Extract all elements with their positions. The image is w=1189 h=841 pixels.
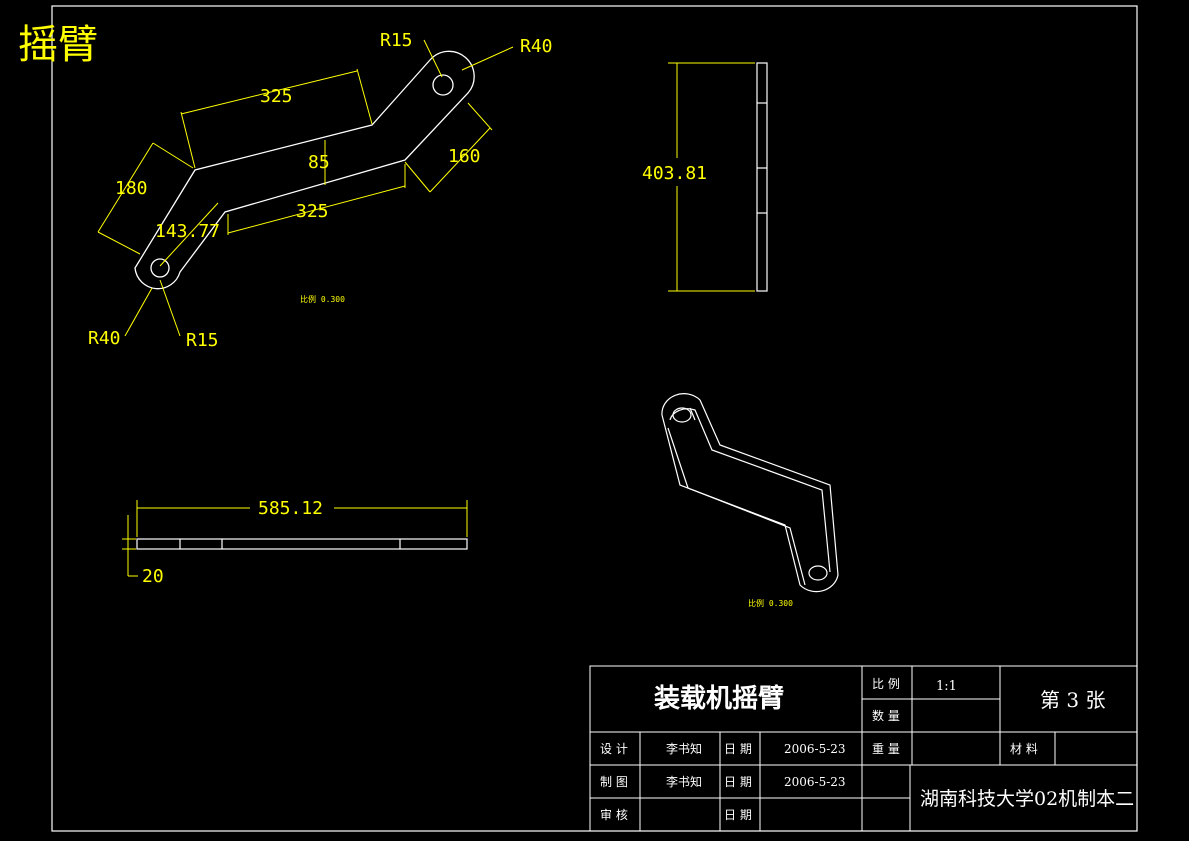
dim-403-81: 403.81 <box>642 163 707 184</box>
iso-view <box>661 393 839 593</box>
drafting-label: 制 图 <box>600 775 628 789</box>
drawing-title: 摇臂 <box>18 22 98 68</box>
dim-143-77: 143.77 <box>155 221 220 242</box>
date-label-2: 日 期 <box>724 775 752 789</box>
dim-r40-top: R40 <box>520 36 553 57</box>
dim-20: 20 <box>142 566 164 587</box>
sheet-number: 第 3 张 <box>1040 688 1105 712</box>
front-view <box>136 538 468 550</box>
dim-r15-bottom: R15 <box>186 330 219 351</box>
top-hole <box>432 74 454 96</box>
designer-name: 李书知 <box>666 741 702 756</box>
dim-585-12: 585.12 <box>258 498 323 519</box>
school-name: 湖南科技大学02机制本二 <box>920 788 1134 810</box>
side-view-dimensions <box>668 62 755 292</box>
title-block <box>589 665 1138 832</box>
top-view-dimensions <box>97 39 514 337</box>
top-view <box>134 50 475 290</box>
drafter-name: 李书知 <box>666 774 702 789</box>
dim-r40-bottom: R40 <box>88 328 121 349</box>
date-label-3: 日 期 <box>724 808 752 822</box>
quantity-label: 数 量 <box>872 708 900 723</box>
material-label: 材 料 <box>1010 742 1038 756</box>
dim-325-bottom: 325 <box>296 201 329 222</box>
dim-180: 180 <box>115 178 148 199</box>
dim-325-top: 325 <box>260 86 293 107</box>
dim-85: 85 <box>308 152 330 173</box>
bottom-hole <box>150 258 170 278</box>
arm-outline <box>134 50 475 290</box>
part-name: 装载机摇臂 <box>654 684 784 714</box>
side-view <box>756 62 768 292</box>
dim-r15-top: R15 <box>380 30 413 51</box>
design-label: 设 计 <box>600 742 628 756</box>
scale-label: 比 例 <box>872 677 900 691</box>
date-value-2: 2006-5-23 <box>784 775 846 789</box>
date-label-1: 日 期 <box>724 742 752 756</box>
scale-note-top: 比例 0.300 <box>300 294 345 304</box>
scale-note-iso: 比例 0.300 <box>748 598 793 608</box>
drawing-frame <box>51 5 1138 832</box>
dim-160: 160 <box>448 146 481 167</box>
date-value-1: 2006-5-23 <box>784 742 846 756</box>
weight-label: 重 量 <box>872 742 900 756</box>
front-view-dimensions <box>122 500 468 577</box>
scale-value: 1:1 <box>936 679 957 694</box>
review-label: 审 核 <box>600 807 628 822</box>
